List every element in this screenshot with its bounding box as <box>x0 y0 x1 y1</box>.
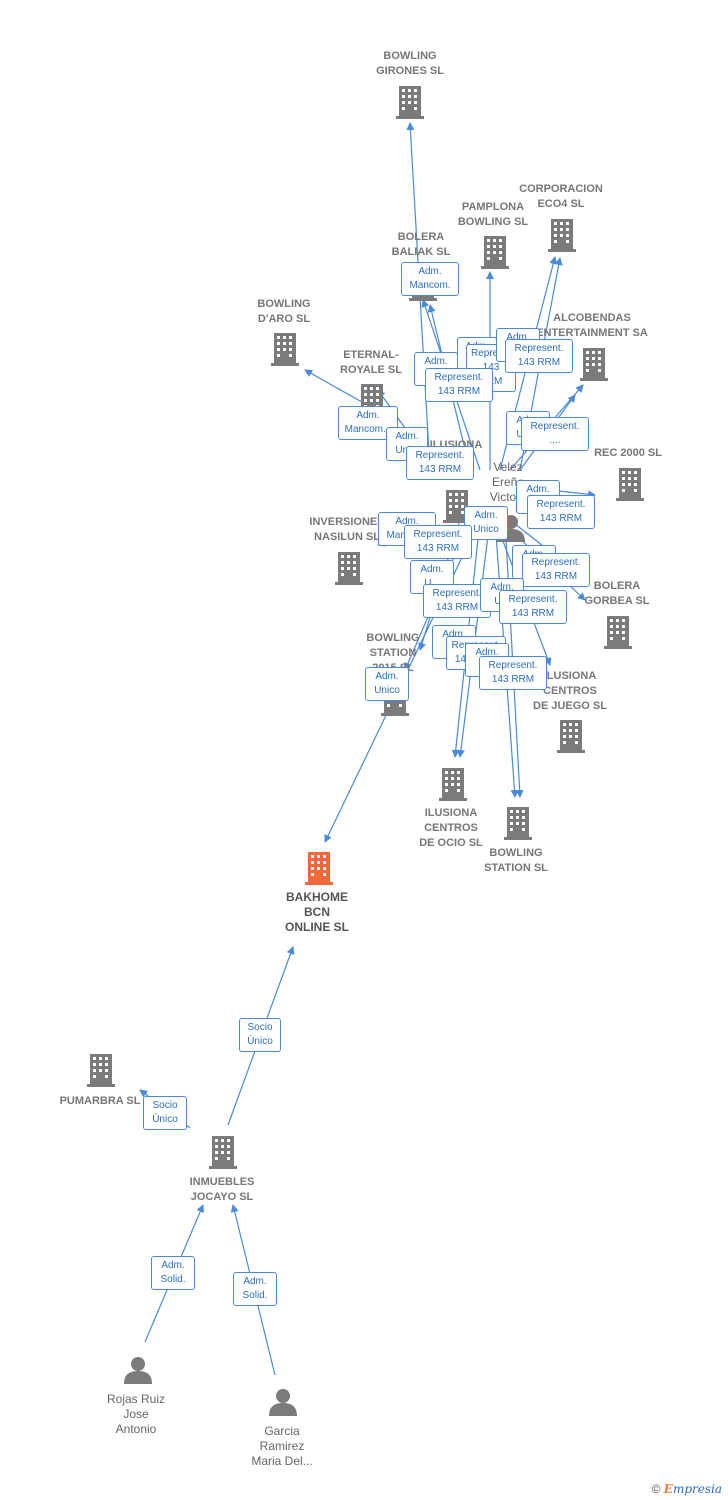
company-pamplona-bowling[interactable]: PAMPLONA BOWLING SL <box>457 201 529 228</box>
relation-label[interactable]: Represent. 143 RRM <box>522 553 590 587</box>
relation-label[interactable]: Adm. Solid. <box>233 1272 277 1306</box>
company-bowling-daro[interactable]: BOWLING D'ARO SL <box>257 298 311 325</box>
relation-label[interactable]: Adm. Mancom. <box>401 262 459 296</box>
relation-label[interactable]: Represent. 143 RRM <box>499 590 567 624</box>
company-alcobendas[interactable]: ALCOBENDAS ENTERTAINMENT SA <box>536 312 648 339</box>
company-bolera-gorbea[interactable]: BOLERA GORBEA SL <box>584 580 650 607</box>
person-rojas[interactable]: Rojas Ruiz Jose Antonio <box>106 1392 166 1436</box>
relation-label[interactable]: Adm. Solid. <box>151 1256 195 1290</box>
ilusiona-centros-ocio-building-icon <box>439 768 467 801</box>
brand-name: mpresia <box>672 1482 722 1496</box>
company-corporacion-eco4[interactable]: CORPORACION ECO4 SL <box>519 183 603 210</box>
company-inmuebles-jocayo[interactable]: INMUEBLES JOCAYO SL <box>189 1176 255 1203</box>
company-eternal-royale[interactable]: ETERNAL- ROYALE SL <box>340 349 402 376</box>
company-ilusiona-centros-ocio[interactable]: ILUSIONA CENTROS DE OCIO SL <box>419 807 483 849</box>
relation-label[interactable]: Socio Único <box>143 1096 187 1130</box>
company-bolera-baliak[interactable]: BOLERA BALIAK SL <box>391 231 451 258</box>
person-garcia[interactable]: Garcia Ramirez Maria Del... <box>251 1424 313 1468</box>
relation-label[interactable]: Represent. 143 RRM <box>479 656 547 690</box>
ilusiona-centros-juego-building-icon <box>557 720 585 753</box>
bolera-gorbea-building-icon <box>604 616 632 649</box>
company-bowling-station[interactable]: BOWLING STATION SL <box>484 847 548 874</box>
inmuebles-jocayo-building-icon <box>209 1136 237 1169</box>
inversiones-nasilun-building-icon <box>335 552 363 585</box>
relation-label[interactable]: Represent. 143 RRM <box>425 368 493 402</box>
corporacion-eco4-building-icon <box>548 219 576 252</box>
relation-label[interactable]: Adm. Unico <box>365 667 409 701</box>
relation-label[interactable]: Socio Único <box>239 1018 281 1052</box>
company-bakhome-focus[interactable]: BAKHOME BCN ONLINE SL <box>284 890 350 934</box>
pamplona-bowling-building-icon <box>481 236 509 269</box>
alcobendas-building-icon <box>580 348 608 381</box>
rec-2000-building-icon <box>616 468 644 501</box>
rojas-person-icon <box>124 1357 152 1384</box>
company-inversiones-nasilun[interactable]: INVERSIONES NASILUN SL <box>309 516 385 543</box>
relation-label[interactable]: Represent. 143 RRM <box>527 495 595 529</box>
company-ilusiona-centros-juego[interactable]: ILUSIONA CENTROS DE JUEGO SL <box>533 670 607 712</box>
bowling-daro-building-icon <box>271 333 299 366</box>
brand-initial: E <box>663 1482 673 1496</box>
bowling-station-building-icon <box>504 807 532 840</box>
relation-label[interactable]: Represent. .... <box>521 417 589 451</box>
empresia-logo: © Empresia <box>652 1482 722 1496</box>
bowling-girones-building-icon <box>396 86 424 119</box>
relation-label[interactable]: Represent. 143 RRM <box>406 446 474 480</box>
garcia-person-icon <box>269 1389 297 1416</box>
bakhome-building-icon <box>305 852 333 885</box>
company-pumarbra[interactable]: PUMARBRA SL <box>59 1095 141 1107</box>
relation-label[interactable]: Represent. 143 RRM <box>505 339 573 373</box>
pumarbra-building-icon <box>87 1054 115 1087</box>
company-rec-2000[interactable]: REC 2000 SL <box>594 447 662 459</box>
company-bowling-girones[interactable]: BOWLING GIRONES SL <box>376 50 444 77</box>
copyright-symbol: © <box>651 1482 661 1496</box>
relation-label[interactable]: Represent. 143 RRM <box>423 584 491 618</box>
relation-label[interactable]: Represent. 143 RRM <box>404 525 472 559</box>
